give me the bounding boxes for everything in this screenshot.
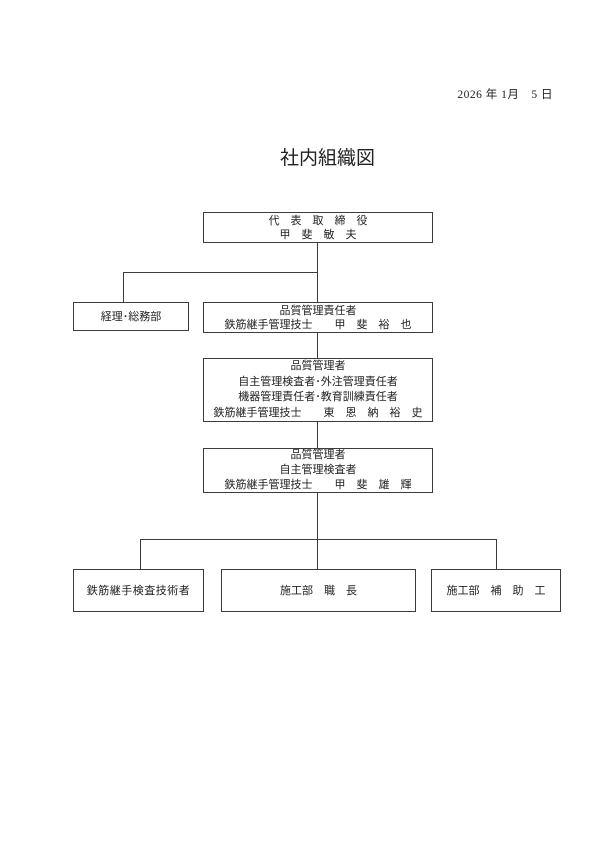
quality-chief-name-line: 鉄筋継手管理技士 甲 斐 裕 也 bbox=[224, 318, 412, 331]
quality-manager-first-duty-line-2: 機器管理責任者･教育訓練責任者 bbox=[238, 391, 398, 403]
org-box-quality-chief: 品質管理責任者 鉄筋継手管理技士 甲 斐 裕 也 bbox=[203, 302, 433, 333]
president-name-line: 甲 斐 敏 夫 bbox=[279, 228, 357, 241]
assistant-role-line: 施工部 補 助 工 bbox=[446, 584, 546, 597]
accounting-role-line: 経理･総務部 bbox=[100, 310, 162, 323]
quality-manager-second-duty-line: 自主管理検査者 bbox=[279, 464, 357, 476]
quality-chief-role-line: 品質管理責任者 bbox=[279, 304, 357, 317]
document-date: 2026 年 1月 5 日 bbox=[457, 89, 553, 101]
org-box-foreman: 施工部 職 長 bbox=[221, 569, 416, 612]
connector-chief-to-manager1 bbox=[317, 333, 318, 358]
connector-branch-bottom bbox=[140, 539, 497, 540]
quality-manager-first-role-line: 品質管理者 bbox=[290, 360, 346, 372]
quality-manager-second-role-line: 品質管理者 bbox=[290, 449, 346, 461]
quality-manager-first-name-line: 鉄筋継手管理技士 東 恩 納 裕 史 bbox=[213, 406, 423, 419]
connector-accounting-drop bbox=[123, 272, 124, 302]
org-box-quality-manager-first: 品質管理者 自主管理検査者･外注管理責任者 機器管理責任者･教育訓練責任者 鉄筋… bbox=[203, 358, 433, 422]
org-box-inspector: 鉄筋継手検査技術者 bbox=[73, 569, 204, 612]
president-role-line: 代 表 取 締 役 bbox=[268, 214, 368, 227]
org-box-quality-manager-second: 品質管理者 自主管理検査者 鉄筋継手管理技士 甲 斐 雄 輝 bbox=[203, 448, 433, 493]
connector-branch-top bbox=[123, 272, 318, 273]
foreman-role-line: 施工部 職 長 bbox=[280, 584, 357, 597]
quality-manager-second-name-line: 鉄筋継手管理技士 甲 斐 雄 輝 bbox=[224, 479, 412, 491]
org-box-accounting: 経理･総務部 bbox=[73, 302, 189, 331]
quality-manager-first-duty-line-1: 自主管理検査者･外注管理責任者 bbox=[238, 375, 398, 388]
org-box-president: 代 表 取 締 役 甲 斐 敏 夫 bbox=[203, 212, 433, 243]
page-title: 社内組織図 bbox=[279, 148, 375, 169]
org-box-assistant: 施工部 補 助 工 bbox=[431, 569, 561, 612]
connector-assistant-drop bbox=[496, 539, 497, 570]
connector-manager2-down bbox=[317, 493, 318, 569]
connector-inspector-drop bbox=[140, 539, 141, 569]
inspector-role-line: 鉄筋継手検査技術者 bbox=[86, 584, 191, 597]
connector-manager1-to-manager2 bbox=[317, 422, 318, 448]
